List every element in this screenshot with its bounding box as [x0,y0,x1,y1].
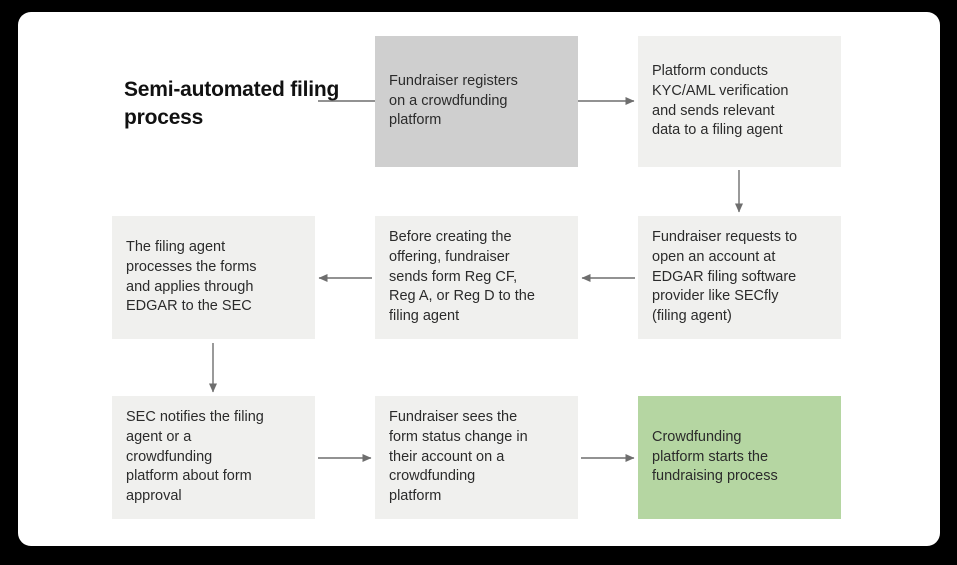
flow-node-label: Fundraiser requests to open an account a… [652,228,798,325]
flowchart: Semi-automated filing process [18,12,940,546]
flow-node-sec-notifies[interactable]: SEC notifies the filing agent or a crowd… [112,396,315,519]
flow-node-label: Fundraiser sees the form status change i… [389,408,528,505]
flow-node-label: SEC notifies the filing agent or a crowd… [126,408,264,505]
flow-node-label: Before creating the offering, fundraiser… [389,228,535,325]
flow-node-label: Platform conducts KYC/AML verification a… [652,62,789,139]
diagram-title: Semi-automated filing process [124,78,340,130]
flow-node-filing-agent-processes[interactable]: The filing agent processes the forms and… [112,216,315,339]
flow-node-platform-kyc-aml[interactable]: Platform conducts KYC/AML verification a… [638,36,841,167]
diagram-card: Semi-automated filing process [18,12,940,546]
flow-node-fundraising-starts[interactable]: Crowdfunding platform starts the fundrai… [638,396,841,519]
flow-node-fundraiser-sees-status[interactable]: Fundraiser sees the form status change i… [375,396,578,519]
flow-node-send-forms[interactable]: Before creating the offering, fundraiser… [375,216,578,339]
flow-node-label: Fundraiser registers on a crowdfunding p… [389,72,518,129]
flow-node-label: Crowdfunding platform starts the fundrai… [652,428,778,485]
flow-node-request-edgar-account[interactable]: Fundraiser requests to open an account a… [638,216,841,339]
flow-node-fundraiser-registers[interactable]: Fundraiser registers on a crowdfunding p… [375,36,578,167]
flow-node-label: The filing agent processes the forms and… [126,238,257,315]
